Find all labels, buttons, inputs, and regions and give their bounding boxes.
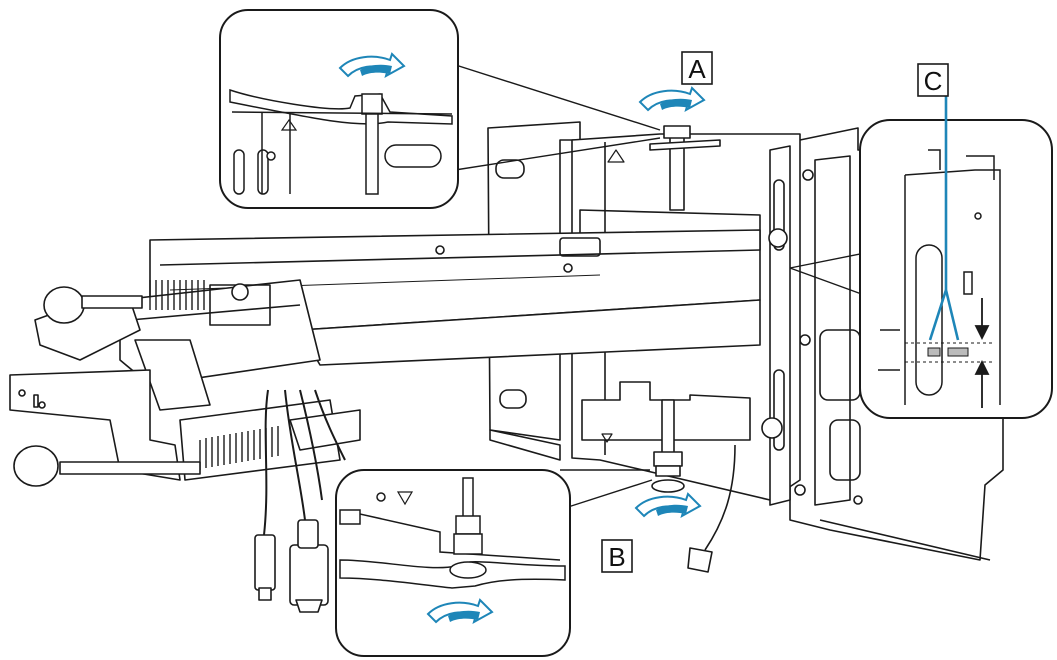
alignment-arrows-icon: [974, 298, 990, 408]
zoom-inset-bottom: [335, 469, 571, 657]
lower-knob: [13, 445, 59, 487]
svg-text:C: C: [924, 66, 943, 96]
zoom-inset-top: [219, 9, 459, 209]
callout-label-b: B: [601, 539, 633, 573]
svg-text:B: B: [608, 542, 625, 572]
lower-spring: [199, 426, 279, 470]
callout-label-c: C: [917, 63, 949, 97]
rotate-counterclockwise-icon: [635, 493, 701, 517]
indicator-lines: [928, 75, 960, 341]
svg-text:A: A: [688, 54, 706, 84]
vga-connector: [289, 544, 329, 606]
lower-shaft: [661, 399, 675, 456]
mounting-unit: [9, 121, 1004, 613]
upper-spring: [149, 280, 205, 310]
upper-knob: [43, 286, 85, 324]
lower-threaded-rod: [59, 461, 201, 475]
zoom-inset-alignment: [859, 75, 1053, 419]
lower-clamp-base: [9, 369, 181, 481]
alignment-dashed-lines: [905, 342, 995, 363]
callout-label-a: A: [681, 51, 713, 85]
cable-bundle: [263, 389, 346, 536]
rotate-counterclockwise-icon: [639, 87, 705, 111]
mini-din-connector: [254, 534, 276, 591]
